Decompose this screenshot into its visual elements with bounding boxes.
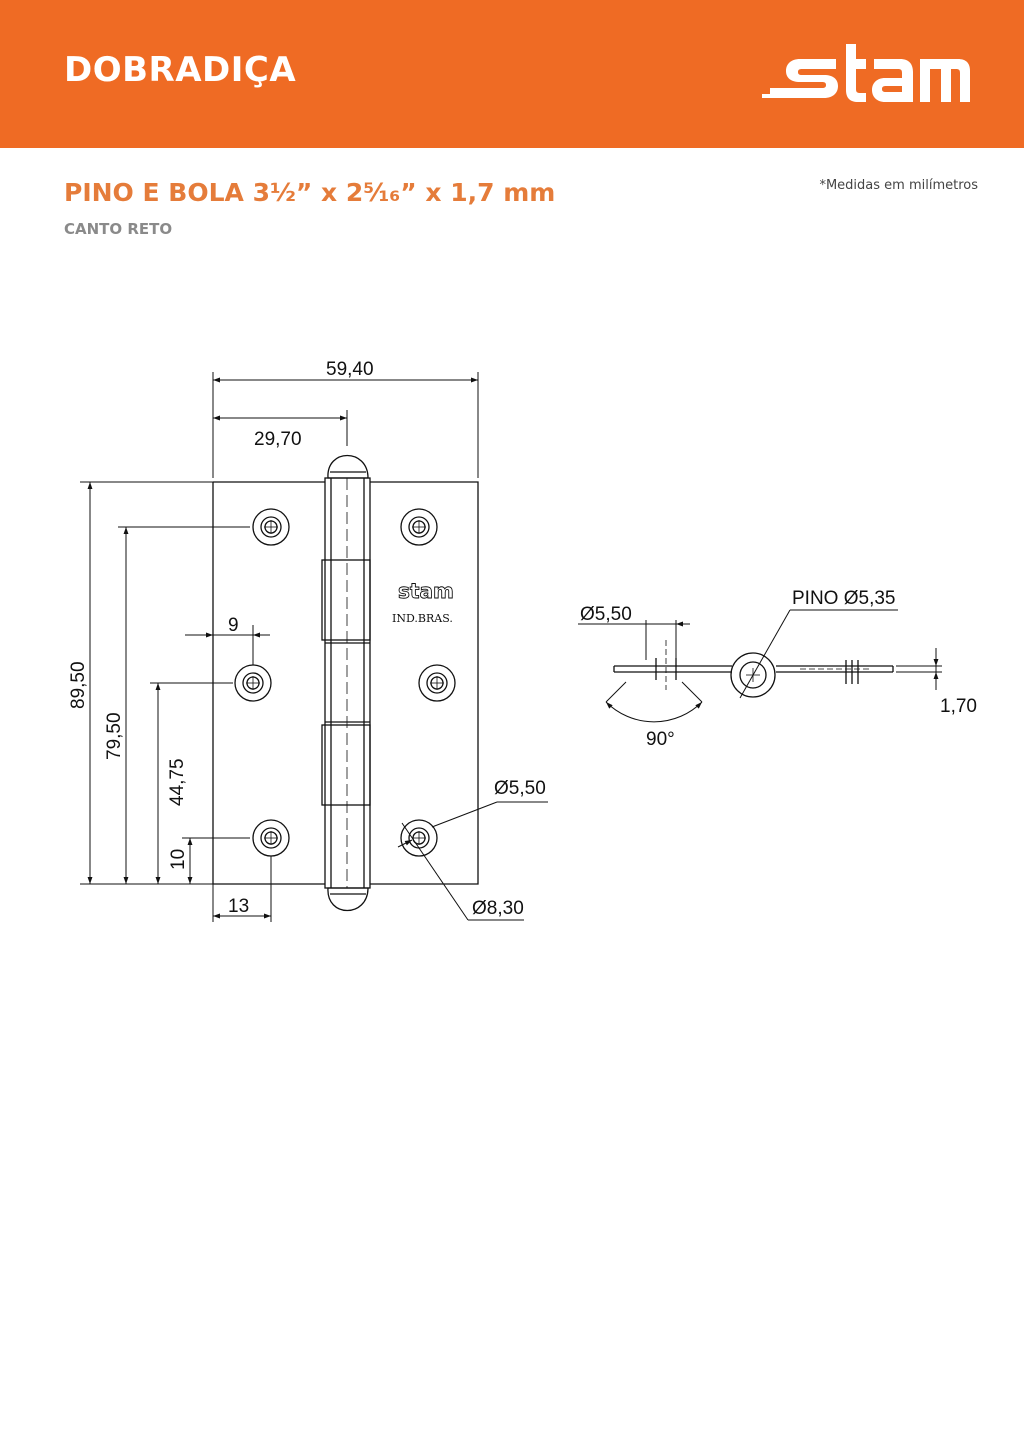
ball-top [327, 455, 369, 479]
hinge-side-view [613, 640, 894, 698]
dim-half-width: 29,70 [254, 429, 302, 450]
dim-hole-offset-top: 9 [228, 615, 239, 636]
stam-logo [762, 44, 970, 102]
hinge-front-view [212, 455, 479, 911]
dim-hole-diameter: Ø5,50 [494, 778, 546, 799]
dim-middle-hole: 44,75 [167, 758, 188, 806]
units-note: *Medidas em milímetros [819, 178, 978, 193]
screw-hole [400, 819, 438, 857]
screw-hole [252, 819, 290, 857]
dim-bottom-hole: 10 [168, 849, 189, 870]
page-title: DOBRADIÇA [64, 50, 297, 90]
pin-label: PINO Ø5,35 [792, 588, 896, 609]
product-size: 3½” x 2⁵⁄₁₆” x 1,7 mm [252, 178, 556, 207]
side-view-dimensions: Ø5,50 PINO Ø5,35 90° 1,70 [578, 588, 977, 750]
screw-hole [418, 664, 456, 702]
thickness-label: 1,70 [940, 696, 977, 717]
ball-bottom [327, 887, 369, 911]
screw-hole [252, 508, 290, 546]
product-title: PINO E BOLA 3½” x 2⁵⁄₁₆” x 1,7 mm [64, 178, 555, 207]
product-name: PINO E BOLA [64, 178, 244, 207]
header-bar: DOBRADIÇA [0, 0, 1024, 148]
side-hole-diameter: Ø5,50 [580, 604, 632, 625]
product-variant: CANTO RETO [64, 220, 173, 238]
stamp-text: IND.BRAS. [392, 612, 453, 625]
stamp-logo: stam [398, 579, 454, 603]
screw-hole [234, 664, 272, 702]
dim-overall-height: 89,50 [68, 661, 89, 709]
screw-hole [400, 508, 438, 546]
dim-hole-span: 79,50 [104, 712, 125, 760]
front-view-dimensions: 59,40 29,70 9 13 Ø5,50 Ø8,30 89,50 79,50… [68, 359, 548, 922]
dim-overall-width: 59,40 [326, 359, 374, 380]
dim-hole-offset-bottom: 13 [228, 896, 249, 917]
dim-countersink-diameter: Ø8,30 [472, 898, 524, 919]
angle-label: 90° [646, 729, 675, 750]
